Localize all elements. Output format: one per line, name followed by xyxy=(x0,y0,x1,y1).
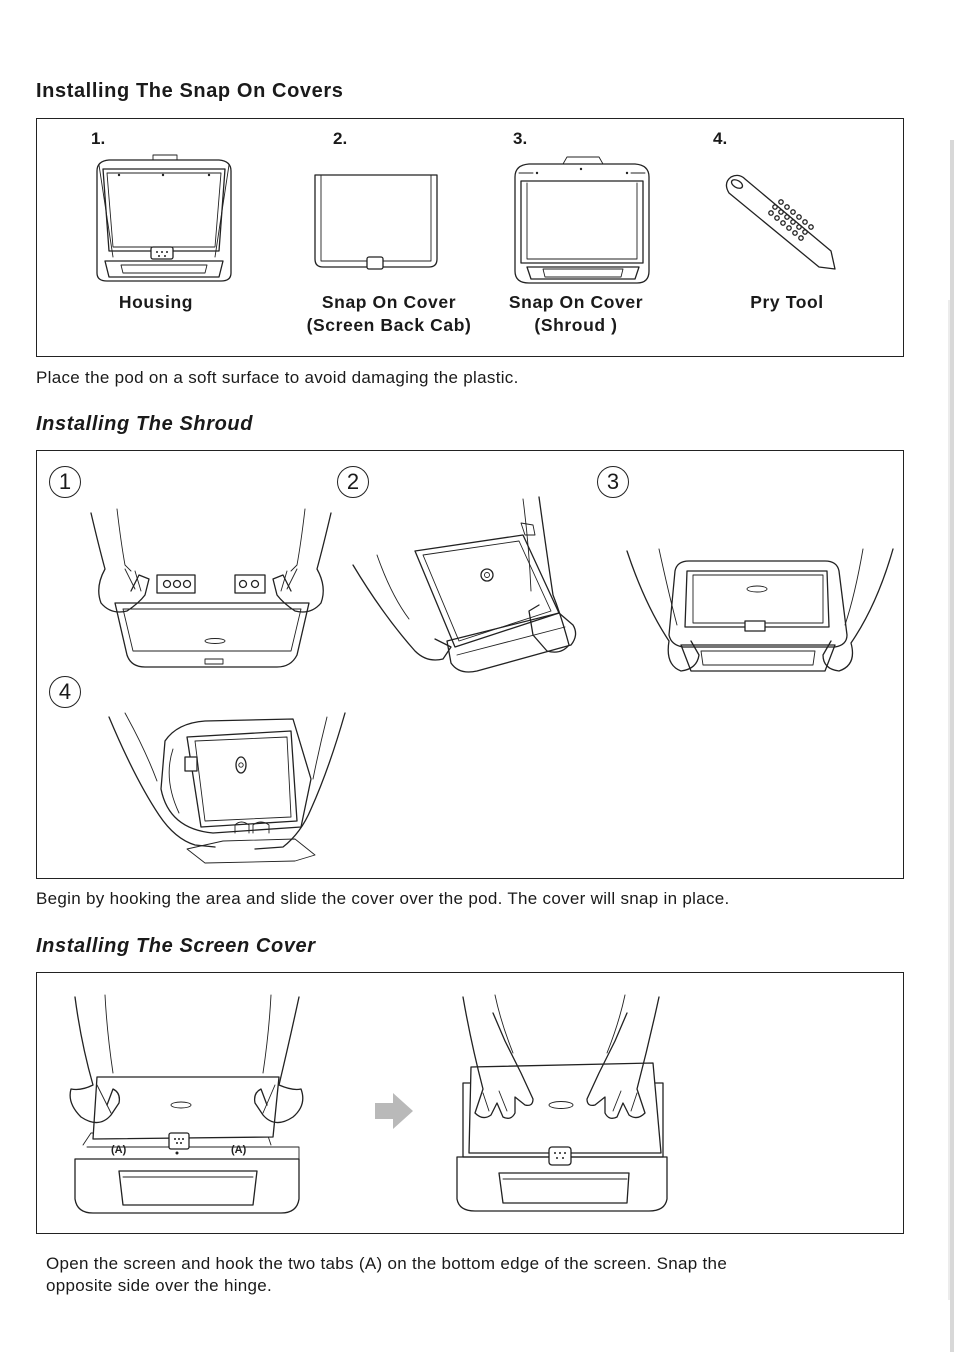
screen-cover-panel: (A) (A) xyxy=(36,972,904,1234)
tab-a-label-right: (A) xyxy=(231,1144,247,1156)
shroud-step1-illustration xyxy=(90,508,332,668)
step-circle-1: 1 xyxy=(49,466,81,498)
shroud-step4-illustration xyxy=(108,712,346,864)
item-label-shroud: Snap On Cover (Shroud ) xyxy=(508,292,644,335)
screen-cover-snap-illustration xyxy=(456,994,668,1212)
pry-tool-illustration xyxy=(725,174,836,270)
section-title-shroud: Installing The Shroud xyxy=(36,413,254,435)
item-label-screen-back-cab: Snap On Cover (Screen Back Cab) xyxy=(306,292,472,335)
item-number: 1. xyxy=(91,129,106,148)
section-title-snap-on-covers: Installing The Snap On Covers xyxy=(36,80,344,102)
shroud-step3-illustration xyxy=(626,548,894,672)
section2-caption: Begin by hooking the area and slide the … xyxy=(36,889,730,908)
section3-caption: Open the screen and hook the two tabs (A… xyxy=(46,1254,728,1295)
shroud-step2-illustration xyxy=(352,496,577,673)
section1-caption: Place the pod on a soft surface to avoid… xyxy=(36,368,519,387)
arrow-right-icon xyxy=(375,1093,413,1129)
item-label-housing: Housing xyxy=(118,292,194,312)
step-circle-2: 2 xyxy=(337,466,369,498)
shroud-panel: 1 2 3 4 xyxy=(36,450,904,879)
item-number: 3. xyxy=(513,129,528,148)
housing-illustration xyxy=(96,154,232,282)
shroud-illustration xyxy=(514,156,650,284)
section-title-screen-cover: Installing The Screen Cover xyxy=(36,935,316,957)
page-edge-shadow xyxy=(950,140,954,1352)
snap-on-covers-panel: 1. 2. 3. 4. xyxy=(36,118,904,357)
item-label-pry-tool: Pry Tool xyxy=(750,292,824,312)
step-circle-4: 4 xyxy=(49,676,81,708)
step-circle-3: 3 xyxy=(597,466,629,498)
item-number: 4. xyxy=(713,129,728,148)
page-edge-shadow xyxy=(948,300,950,1300)
item-number: 2. xyxy=(333,129,348,148)
screen-cover-hook-illustration: (A) (A) xyxy=(69,994,304,1214)
tab-a-label-left: (A) xyxy=(111,1144,127,1156)
screen-back-cab-illustration xyxy=(314,174,438,270)
